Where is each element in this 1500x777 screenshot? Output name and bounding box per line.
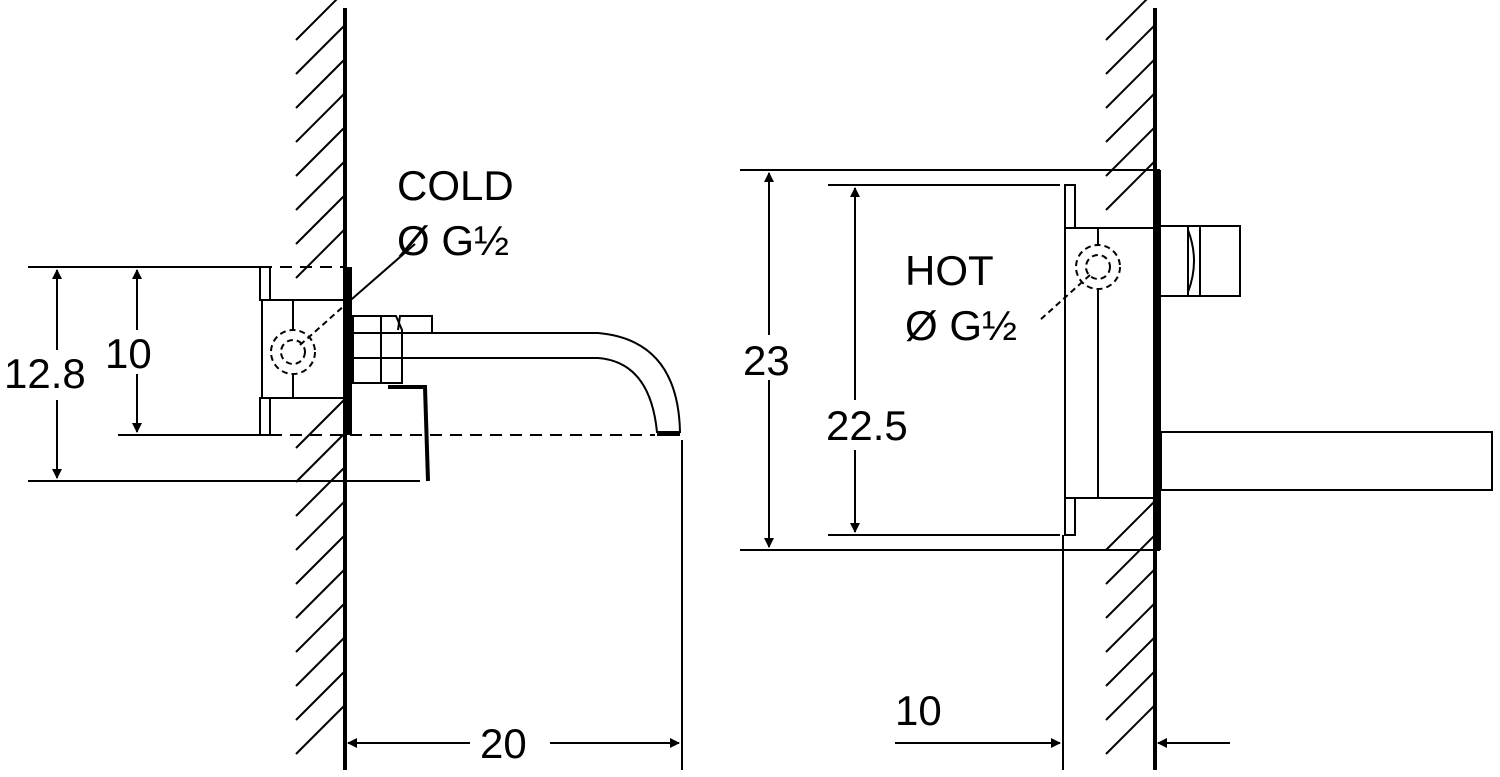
hatch-line bbox=[295, 433, 345, 483]
hatch-line bbox=[295, 25, 345, 75]
inlet-circle-inner bbox=[1085, 254, 1111, 280]
mixer-collar bbox=[381, 315, 403, 384]
box-flange bbox=[259, 266, 271, 301]
inlet-circle-inner bbox=[280, 339, 306, 365]
box-flange bbox=[1064, 184, 1076, 229]
hatch-line bbox=[295, 467, 345, 517]
hatch-line bbox=[1105, 569, 1155, 619]
label-cold-thread: Ø G½ bbox=[397, 217, 509, 264]
hatch-line bbox=[295, 535, 345, 585]
mixer-body bbox=[352, 315, 382, 384]
leader-line bbox=[299, 304, 346, 346]
hatch-line bbox=[295, 569, 345, 619]
handle-top bbox=[397, 315, 433, 333]
dim-label-20: 20 bbox=[480, 720, 527, 767]
hatch-line bbox=[295, 399, 345, 449]
hatch-line bbox=[1105, 637, 1155, 687]
hatch-line bbox=[295, 501, 345, 551]
right-view: 23 22.5 10 HOT Ø G½ bbox=[740, 8, 1493, 770]
dim-label-12-8: 12.8 bbox=[4, 350, 86, 397]
leader-line bbox=[1039, 274, 1091, 321]
left-view: 12.8 10 20 COLD Ø G½ bbox=[0, 8, 683, 770]
hatch-line bbox=[1105, 535, 1155, 585]
valve-box bbox=[261, 299, 345, 399]
hatch-line bbox=[295, 705, 345, 755]
hatch-line bbox=[1105, 603, 1155, 653]
hatch-line bbox=[295, 93, 345, 143]
cover-plate bbox=[1155, 170, 1161, 550]
lever-handle bbox=[388, 385, 430, 482]
inlet-circle-hot bbox=[1075, 244, 1121, 290]
hatch-line bbox=[1105, 127, 1155, 177]
label-hot-thread: Ø G½ bbox=[905, 302, 1017, 349]
wall-hatch-left bbox=[295, 0, 345, 755]
hatch-line bbox=[295, 603, 345, 653]
label-hot: HOT bbox=[905, 247, 994, 294]
hatch-line bbox=[1105, 501, 1155, 551]
connector-curve bbox=[1187, 229, 1195, 293]
hatch-line bbox=[295, 0, 338, 41]
leader-line bbox=[344, 243, 416, 306]
box-flange bbox=[259, 397, 271, 436]
hatch-line bbox=[1105, 93, 1155, 143]
hatch-line bbox=[1105, 25, 1155, 75]
hatch-line bbox=[295, 195, 345, 245]
hatch-line bbox=[1105, 0, 1148, 41]
hatch-line bbox=[295, 127, 345, 177]
inlet-circle-cold bbox=[270, 329, 316, 375]
dim-label-22-5: 22.5 bbox=[826, 402, 908, 449]
dim-label-10-depth: 10 bbox=[895, 687, 942, 734]
spout bbox=[1160, 431, 1493, 491]
hatch-line bbox=[295, 161, 345, 211]
cover-plate bbox=[346, 267, 352, 435]
box-flange bbox=[1064, 497, 1076, 536]
label-cold: COLD bbox=[397, 162, 514, 209]
hatch-line bbox=[295, 637, 345, 687]
hatch-line bbox=[295, 671, 345, 721]
spout bbox=[353, 332, 682, 433]
hatch-line bbox=[1105, 705, 1155, 755]
dim-label-23: 23 bbox=[743, 337, 790, 384]
hatch-line bbox=[295, 229, 345, 279]
connector bbox=[1161, 225, 1189, 297]
hatch-line bbox=[1105, 671, 1155, 721]
dim-label-10: 10 bbox=[105, 330, 152, 377]
hatch-line bbox=[1105, 59, 1155, 109]
valve-box bbox=[1064, 227, 1155, 499]
connector-cap bbox=[1199, 225, 1241, 297]
hatch-line bbox=[295, 59, 345, 109]
